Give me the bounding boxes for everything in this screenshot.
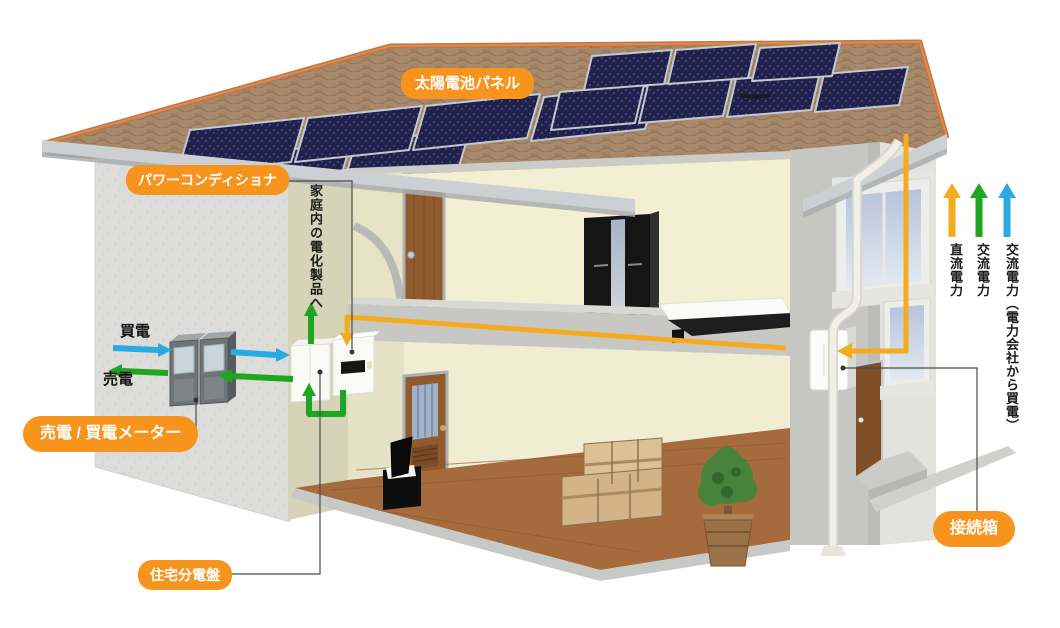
first-floor-room <box>291 340 790 581</box>
arch-opening <box>352 222 405 311</box>
ground-edge <box>868 446 1016 512</box>
ac-arrow-to-appliances <box>304 302 318 316</box>
legend-dc-arrow <box>948 198 956 237</box>
buy-power-arrow <box>158 343 172 357</box>
label-connectors <box>186 180 978 575</box>
power-conditioner-device <box>332 331 380 397</box>
roof-cable <box>739 93 771 99</box>
dc-power-flow <box>340 134 909 359</box>
wood-floor <box>295 428 790 570</box>
label-solar-panel: 太陽電池パネル <box>401 68 535 99</box>
foundation-edge <box>291 488 790 581</box>
grid-arrow-into-distribution-board <box>276 348 290 362</box>
dc-arrow-into-power-conditioner <box>340 333 354 346</box>
entrance-door <box>854 359 883 480</box>
tv-set <box>383 436 421 510</box>
ac-arrow-into-distribution-board <box>302 383 316 396</box>
legend-grid-arrow <box>1003 198 1011 237</box>
ceiling-slab <box>352 151 790 176</box>
label-sell-power: 売電 <box>103 371 134 388</box>
ac-arrow-into-meter <box>218 369 232 383</box>
legend-ac-label: 交流電力 <box>975 243 990 297</box>
label-junction-box: 接続箱 <box>933 511 1016 547</box>
label-buy-power: 買電 <box>120 323 151 340</box>
sell-power-arrow <box>108 364 122 378</box>
label-to-home-appliances: 家庭内の電化製品へ <box>308 184 323 310</box>
upstairs-door <box>402 184 446 317</box>
label-power-conditioner: パワーコンディショナ <box>126 165 290 195</box>
label-sell-buy-meter: 売電 / 買電メーター <box>23 416 199 452</box>
bed <box>658 297 792 343</box>
downspout-pipe <box>820 138 904 556</box>
cardboard-boxes <box>561 437 663 527</box>
legend-arrows <box>943 183 1016 237</box>
entrance-step <box>851 451 927 500</box>
legend-dc-label: 直流電力 <box>948 243 963 297</box>
label-distribution-board: 住宅分電盤 <box>138 560 232 590</box>
legend-grid-label: 交流電力（電力会社から買電） <box>1004 243 1019 432</box>
wardrobe <box>584 211 659 322</box>
legend-ac-arrow <box>975 198 983 237</box>
second-floor-room <box>348 151 792 356</box>
grid-power-flow <box>112 343 290 362</box>
dc-arrow-into-junction-box <box>837 343 852 359</box>
power-meter-device <box>169 331 236 407</box>
potted-plant <box>698 447 757 567</box>
ac-power-flow <box>108 302 346 417</box>
